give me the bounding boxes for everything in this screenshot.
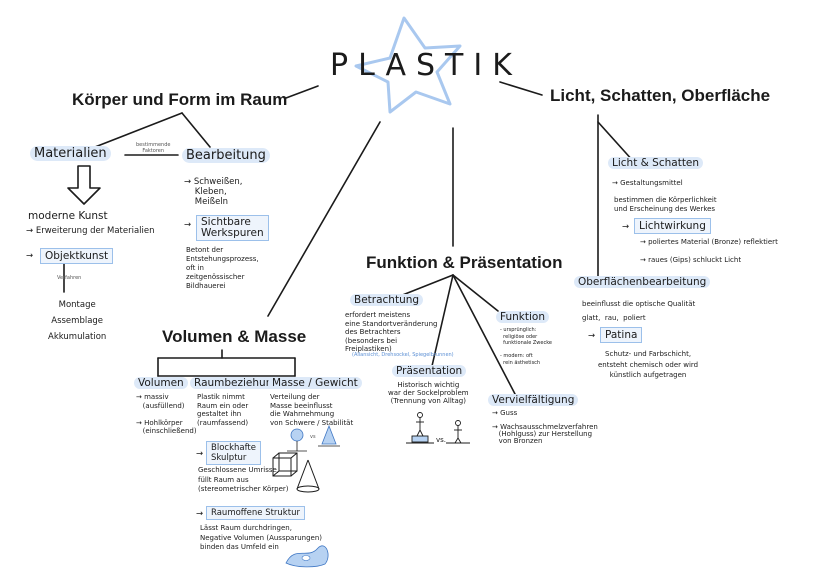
node-objektkunst: Objektkunst [40, 248, 114, 264]
bearbeitung-items: → Schweißen, Kleben, Meißeln [184, 177, 243, 207]
heading-funktion: Funktion & Präsentation [366, 253, 563, 272]
page-title: PLASTIK [330, 48, 522, 83]
node-betrachtung: Betrachtung [350, 294, 424, 306]
balance-sketch-icon [287, 424, 340, 452]
cube-sketch-icon [272, 452, 298, 477]
raumoffene-arrow: → [196, 509, 204, 519]
node-praesentation: Präsentation [392, 365, 467, 377]
objektkunst-arrow: → [26, 251, 34, 261]
note-verfahren: Verfahren [57, 275, 82, 281]
raumoffene-desc: Lässt Raum durchdringen, Negative Volume… [200, 524, 322, 551]
sichtbare-arrow: → [184, 220, 192, 230]
node-volumen: Volumen [134, 377, 188, 389]
node-licht-schatten: Licht & Schatten [608, 157, 704, 169]
node-materialien: Materialien [30, 146, 111, 161]
node-oberflaechenbearbeitung: Oberflächenbearbeitung [574, 276, 711, 288]
patina-arrow: → [588, 331, 596, 341]
vervielfaeltigung-items: → Guss → Wachsausschmelzverfahren (Hohlg… [492, 409, 598, 445]
text-moderne-kunst: moderne Kunst [28, 210, 108, 222]
node-vervielfaeltigung: Vervielfältigung [488, 394, 579, 406]
text-erweiterung: → Erweiterung der Materialien [26, 226, 155, 236]
statue-on-ground-icon [446, 420, 470, 444]
note-bestimmende-faktoren: bestimmende Faktoren [136, 142, 171, 154]
oberflaechen-desc: beeinflusst die optische Qualität glatt,… [582, 300, 696, 322]
patina-desc: Schutz- und Farbschicht, entsteht chemis… [598, 350, 699, 379]
funktion-desc: - ursprünglich: religiöse oder funktiona… [500, 327, 553, 366]
masse-desc: Verteilung der Masse beeinflusst die Wah… [270, 393, 354, 427]
betrachtung-desc: erfordert meistens eine Standortveränder… [345, 311, 438, 353]
volumen-items: → massiv (ausfüllend) → Hohlkörper (eins… [136, 393, 197, 435]
lichtwirkung-arrow: → [622, 222, 630, 232]
node-raumoffene-struktur: Raumoffene Struktur [206, 506, 305, 520]
sichtbare-desc: Betont der Entstehungsprozess, oft in ze… [186, 246, 259, 290]
blockhafte-arrow: → [196, 449, 204, 459]
node-bearbeitung: Bearbeitung [182, 148, 270, 163]
node-raumbeziehung: Raumbeziehung [190, 377, 284, 389]
heading-koerper: Körper und Form im Raum [72, 90, 288, 109]
node-patina: Patina [600, 327, 643, 343]
open-structure-sketch-icon [285, 545, 329, 568]
raum-desc: Plastik nimmt Raum ein oder gestaltet ih… [197, 393, 249, 427]
techniques-list: Montage Assemblage Akkumulation [48, 300, 107, 342]
cone-sketch-icon [296, 459, 320, 493]
heading-licht: Licht, Schatten, Oberfläche [550, 86, 771, 105]
masse-vs: vs [310, 434, 316, 440]
node-masse-gewicht: Masse / Gewicht [268, 377, 362, 389]
arrow-down-icon [67, 165, 101, 205]
statue-on-pedestal-icon [406, 412, 434, 444]
text-bestimmen: bestimmen die Körperlichkeit und Erschei… [614, 196, 717, 213]
betrachtung-note: (Allansicht, Drehsockel, Spiegelbrunnen) [352, 352, 454, 358]
lichtwirkung-items: → poliertes Material (Bronze) reflektier… [640, 238, 778, 264]
node-lichtwirkung: Lichtwirkung [634, 218, 711, 234]
node-sichtbare-werkspuren: Sichtbare Werkspuren [196, 215, 269, 241]
praesentation-desc: Historisch wichtig war der Sockelproblem… [388, 381, 469, 405]
node-blockhafte-skulptur: Blockhafte Skulptur [206, 441, 261, 465]
heading-volumen: Volumen & Masse [162, 327, 307, 346]
node-funktion: Funktion [496, 311, 549, 323]
text-gestaltungsmittel: → Gestaltungsmittel [612, 179, 683, 187]
blockhafte-desc: Geschlossene Umrisse, füllt Raum aus (st… [198, 466, 289, 493]
praesentation-vs: vs. [436, 436, 447, 444]
star-icon [354, 16, 462, 114]
